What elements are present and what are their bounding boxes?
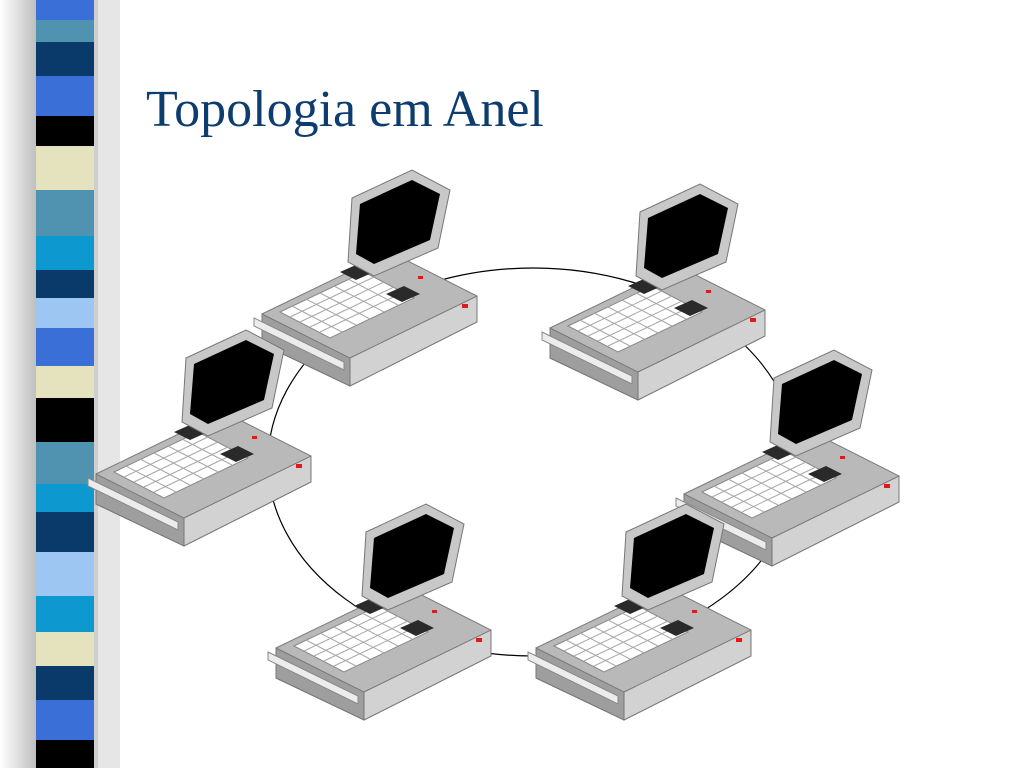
slide-title: Topologia em Anel <box>146 81 544 138</box>
laptop-icon <box>267 503 492 721</box>
decorative-side-strip <box>0 0 120 768</box>
laptop-icon <box>253 169 478 387</box>
laptop-icon <box>541 183 766 401</box>
laptop-icon <box>527 503 752 721</box>
